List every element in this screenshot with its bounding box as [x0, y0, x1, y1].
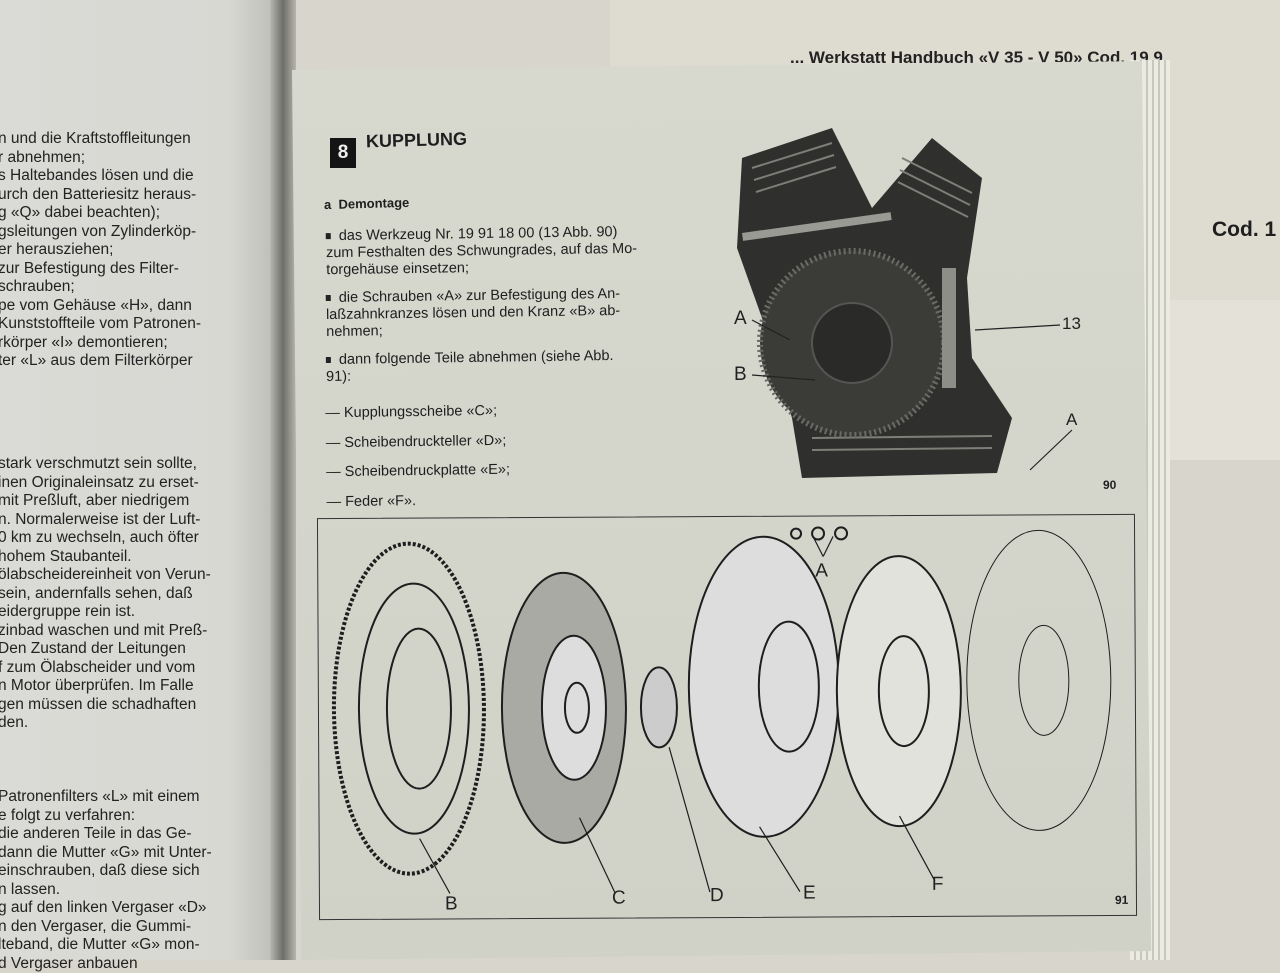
figure-91-number: 91 [1115, 893, 1128, 907]
fig91-label-f: F [932, 874, 944, 896]
fig91-label-a: A [815, 560, 828, 582]
figure-90-number: 90 [1103, 478, 1116, 492]
fig91-label-e: E [803, 883, 816, 905]
fig91-label-b: B [445, 893, 458, 915]
flywheel-ring-gear [333, 543, 485, 874]
spring-disc [836, 556, 961, 827]
pressure-cup [641, 667, 677, 747]
clutch-exploded-drawing [318, 515, 1136, 919]
flywheel [966, 530, 1112, 831]
fig91-label-d: D [710, 885, 724, 907]
fig91-label-c: C [612, 888, 626, 910]
figure-91-exploded-view: A B C D E F 91 [317, 514, 1137, 920]
